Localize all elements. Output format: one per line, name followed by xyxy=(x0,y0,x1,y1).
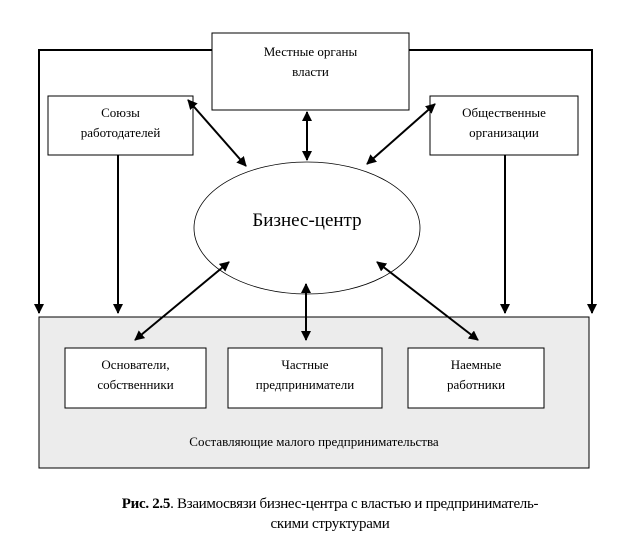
label-entrepreneurs: Частные предприниматели xyxy=(228,355,382,395)
box-local-authorities xyxy=(211,32,410,111)
label-business-center: Бизнес-центр xyxy=(252,210,362,231)
label-line: работники xyxy=(446,377,506,392)
label-small-business: Составляющие малого предпринимательства xyxy=(189,434,439,449)
arrow-center-founders xyxy=(134,261,230,341)
label-employer-unions: Союзы работодателей xyxy=(48,103,193,143)
caption-number: Рис. 2.5 xyxy=(121,496,171,512)
label-line: Местные органы xyxy=(263,44,358,59)
label-line: организации xyxy=(469,125,539,140)
label-line: Наемные xyxy=(450,357,502,372)
figure-caption: Рис. 2.5. Взаимосвязи бизнес-центра с вл… xyxy=(40,494,620,534)
caption-line-2: скими структурами xyxy=(270,516,390,532)
label-line: Общественные xyxy=(462,105,546,120)
label-local-authorities: Местные органы власти xyxy=(212,42,409,82)
label-employees: Наемные работники xyxy=(408,355,544,395)
label-founders: Основатели, собственники xyxy=(65,355,206,395)
box-employees xyxy=(407,347,545,409)
box-employer-unions xyxy=(47,95,194,156)
arrow-authorities-right xyxy=(409,49,597,314)
label-line: Основатели, xyxy=(101,357,170,372)
arrow-center-employees xyxy=(376,261,479,341)
label-line: предприниматели xyxy=(255,377,355,392)
label-public-organizations: Общественные организации xyxy=(430,103,578,143)
label-line: Частные xyxy=(281,357,329,372)
arrow-unions-center xyxy=(187,99,247,167)
box-entrepreneurs xyxy=(227,347,383,409)
caption-line-1: Рис. 2.5. Взаимосвязи бизнес-центра с вл… xyxy=(40,494,620,514)
box-founders xyxy=(64,347,207,409)
label-line: власти xyxy=(292,64,329,79)
label-line: собственники xyxy=(97,377,174,392)
label-line: работодателей xyxy=(80,125,161,140)
arrow-authorities-left xyxy=(34,49,212,314)
label-line: Союзы xyxy=(101,105,140,120)
arrow-public-center xyxy=(366,103,436,165)
caption-text: . Взаимосвязи бизнес-центра с властью и … xyxy=(170,496,539,512)
box-public-organizations xyxy=(429,95,579,156)
